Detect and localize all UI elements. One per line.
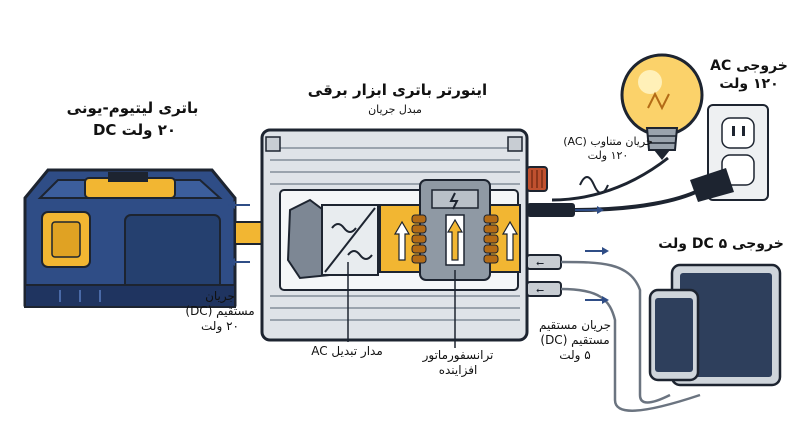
svg-text:⭠: ⭠ — [536, 258, 544, 269]
step-up-transformer — [379, 179, 521, 281]
ac-circuit-label: مدار تبدیل AC — [311, 344, 383, 358]
dc-current-label: جریان مستقیم مستقیم (DC) ۵ ولت — [538, 318, 612, 362]
svg-text:⭠: ⭠ — [536, 285, 544, 296]
usb-ports: ⭠ ⭠ — [526, 254, 562, 297]
ac-conversion-circuit — [321, 204, 379, 276]
ac-flow-arrow — [597, 206, 604, 214]
diagram-title: اینورتر باتری ابزار برقی — [307, 81, 488, 99]
battery-name: باتری لیتیوم-یونی — [66, 99, 199, 117]
light-bulb-icon — [620, 53, 704, 160]
diagram-subtitle: مبدل جریان — [368, 103, 422, 116]
transformer-label: ترانسفورماتور افزاینده — [422, 348, 494, 377]
ac-plug — [690, 168, 734, 202]
sine-wave-icon — [579, 176, 609, 194]
ac-output-label: خروجی AC ۱۲۰ ولت — [710, 58, 788, 92]
battery-voltage: ۲۰ ولت DC — [92, 121, 177, 139]
dc-output-label: خروجی DC ۵ ولت — [658, 236, 784, 252]
usb-flow-arrow-1 — [602, 247, 609, 255]
battery-pack — [23, 168, 237, 308]
ac-current-label: جریان متناوب (AC) ۱۲۰ ولت — [563, 135, 653, 162]
usb-flow-arrow-2 — [602, 296, 609, 304]
phone-device — [648, 288, 700, 382]
usb-cables — [560, 260, 701, 412]
ac-cable — [527, 156, 701, 217]
battery-current-label: جریان مستقیم (DC) ۲۰ ولت — [185, 289, 255, 333]
ac-outlet-knob — [526, 166, 548, 192]
